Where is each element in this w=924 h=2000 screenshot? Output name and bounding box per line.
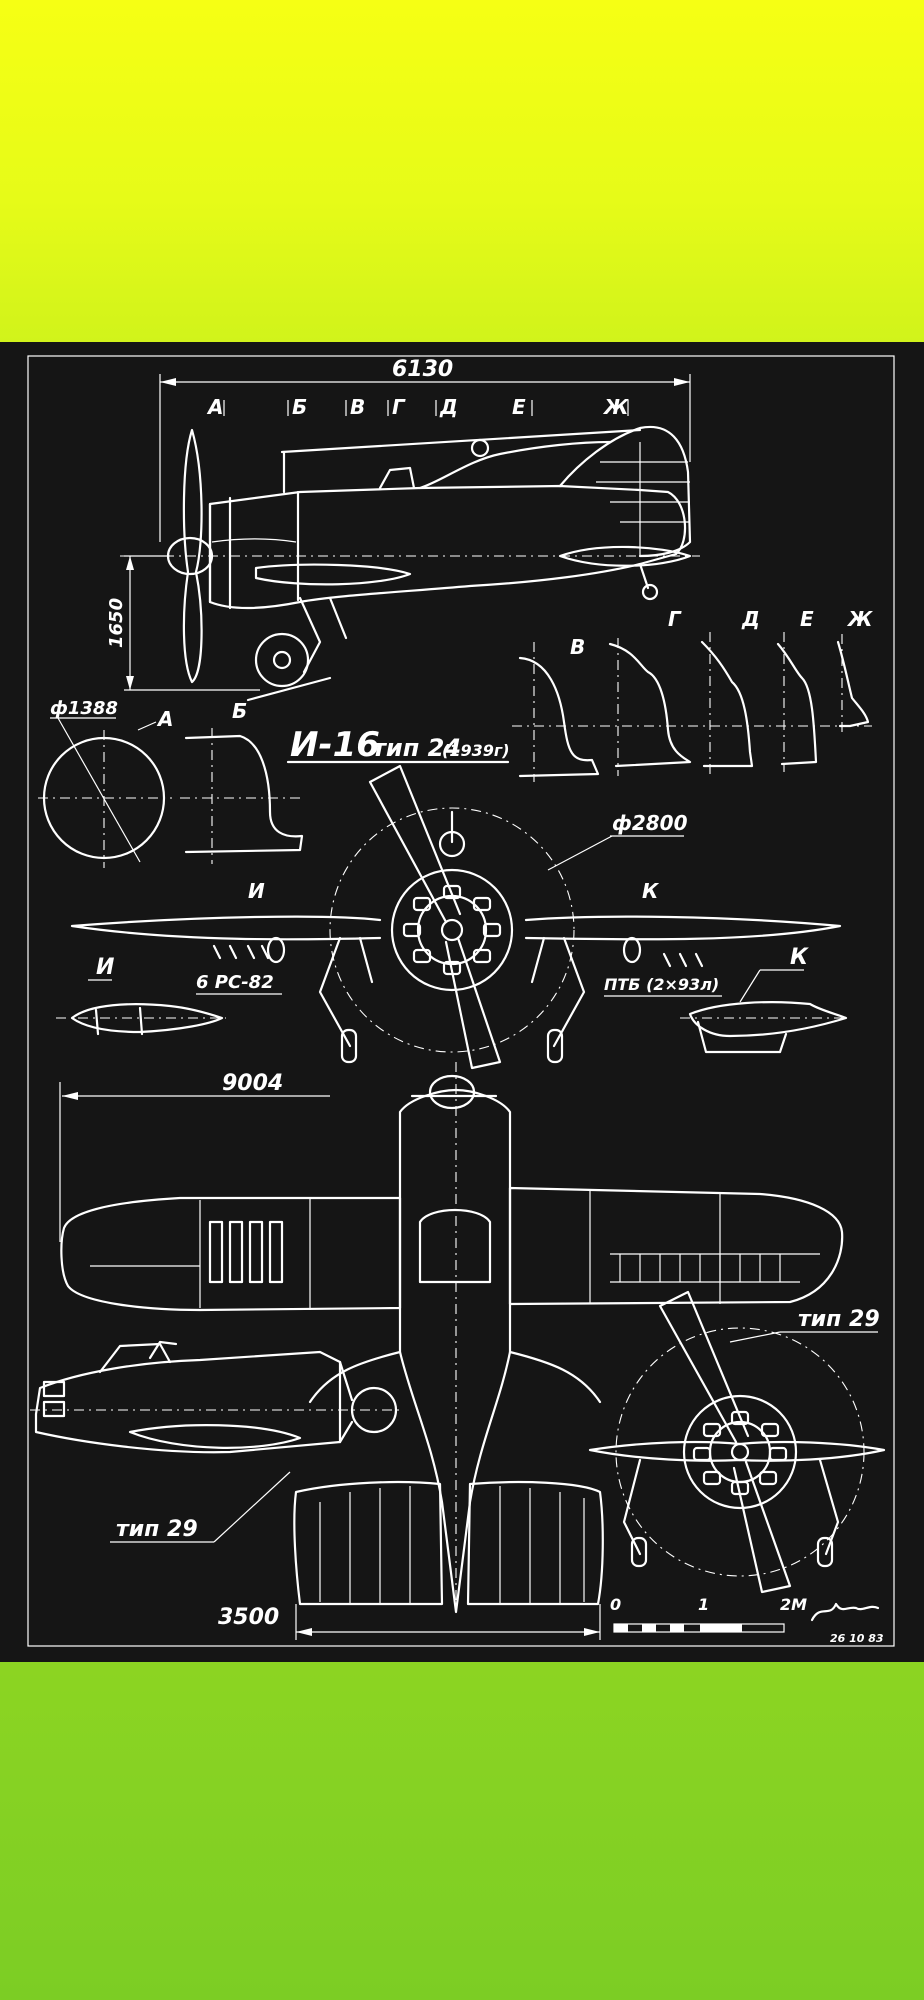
section-d-label: Д [741,607,760,631]
side-view: 6130 А Б В Г Д Е Ж [106,357,700,702]
type29-front-view: тип 29 [588,1290,886,1594]
signature-scribble [810,1602,880,1622]
detail-i-label: И [96,955,114,980]
cross-sections: ф1388 А Б В Г Д Е Ж [38,607,873,868]
top-fuselage [398,1088,512,1614]
type29-fuselage [34,1350,342,1454]
side-stabilizer [558,545,692,567]
section-label-d: Д [439,395,458,419]
title-main: И-16 [290,725,380,765]
drawing-frame [27,355,895,1647]
blueprint-svg: 6130 А Б В Г Д Е Ж [27,355,895,1647]
top-left-wing [60,1196,402,1312]
section-zh-label: Ж [846,607,873,631]
detail-k-label: К [790,945,809,970]
blueprint-drawing: 6130 А Б В Г Д Е Ж [0,342,924,1662]
prop-diameter: ф2800 [612,811,688,835]
type29-label-left: тип 29 [116,1517,198,1542]
tailspan-dimension: 3500 [218,1605,279,1630]
type29-blade-1 [658,1290,750,1444]
title-year: (1939г) [442,741,510,760]
detail-i-rocket-rail [70,1003,224,1034]
section-v-shape [518,656,600,778]
front-prop-blade-1 [368,764,462,924]
signature-date: 26 10 83 [830,1632,884,1645]
section-label-v: В [350,395,365,419]
type29-side-fragment: тип 29 [30,1340,400,1543]
section-d-shape [700,640,754,768]
type29-prop-disc [615,1327,865,1577]
top-view: 9004 [59,1062,844,1640]
front-right-gear [530,936,586,1048]
section-i-marker: И [248,879,265,903]
top-spinner [428,1074,476,1110]
side-landing-gear [298,596,348,674]
section-b-label: Б [232,699,247,723]
scale-zero: 0 [610,1595,621,1614]
side-antenna-wire [280,428,642,454]
section-zh-shape [836,640,870,728]
section-label-a: А [206,395,223,419]
wingspan-dimension: 9004 [222,1071,283,1096]
side-main-wheel [254,632,310,688]
side-fin-rudder [558,425,692,558]
section-a-label: А [156,707,173,731]
drawing-title: И-16 тип 24 (1939г) [286,725,510,765]
scale-one: 1 [698,1595,709,1614]
front-cylinders [402,884,502,976]
section-k-marker: К [642,879,660,903]
section-label-g: Г [392,395,406,419]
side-wing-root [254,563,412,586]
detail-k-drop-tank [688,1001,848,1038]
section-e-shape [776,642,818,766]
section-e-label: Е [800,607,814,631]
front-cowling [390,868,514,992]
section-b-shape [184,734,304,854]
author-signature: 26 10 83 [810,1602,884,1645]
detail-k: К [680,945,848,1054]
top-left-wing-guns [208,1220,284,1284]
side-propeller [182,428,203,684]
side-windscreen [378,466,416,490]
section-label-e: Е [512,395,526,419]
detail-i: И [56,955,226,1036]
type29-blade-2 [732,1460,792,1594]
scale-two: 2М [780,1595,807,1614]
scale-bar: 0 1 2М [610,1595,807,1633]
section-v-label: В [570,635,585,659]
top-cockpit [418,1208,492,1284]
title-type: тип 24 [372,734,461,762]
section-label-zh: Ж [602,395,629,419]
side-fuselage [208,484,687,610]
top-right-stabilizer [466,1480,604,1606]
top-left-stabilizer [293,1480,444,1606]
rockets-label: 6 РС-82 [196,972,274,993]
section-label-b: Б [292,395,307,419]
length-dimension: 6130 [392,357,453,382]
top-right-wing [508,1186,844,1306]
front-prop-disc [329,807,575,1053]
type29-spinner [350,1386,398,1434]
front-left-gear [318,936,374,1048]
cowl-diameter: ф1388 [50,698,118,719]
type29-label-right: тип 29 [798,1307,880,1332]
front-prop-blade-2 [444,936,502,1070]
front-view: ф2800 И К [70,764,842,1070]
section-g-label: Г [668,607,682,631]
top-right-aileron [610,1254,800,1283]
type29-cowling [682,1394,798,1510]
drop-tanks-label: ПТБ (2×93л) [604,975,719,994]
section-g-shape [608,642,692,768]
height-dimension: 1650 [106,598,127,648]
